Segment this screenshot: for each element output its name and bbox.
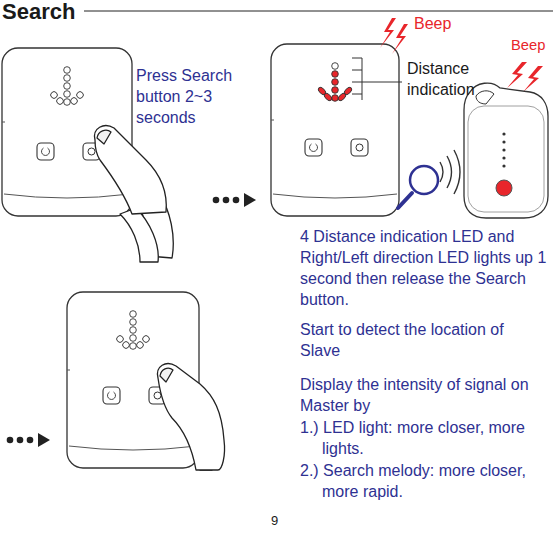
power-button [103,387,120,404]
direction-led [141,334,150,343]
master-remote [271,44,399,216]
beep-label: Beep [414,13,474,34]
fob-led [502,132,505,135]
distance-led [332,79,339,86]
fob-leds [502,132,505,167]
direction-led [49,90,58,99]
direction-led [69,96,78,105]
signal-waves [440,150,460,194]
title-rule [84,11,553,12]
distance-led [64,99,71,106]
search-button [351,139,368,156]
distance-led [64,91,71,98]
direction-led [121,340,130,349]
distance-led [130,319,137,326]
distance-led [130,311,137,318]
direction-led [115,334,124,343]
instruction-text: Press Search button 2~3 seconds [136,65,254,128]
fob-led [502,148,505,151]
page-number: 9 [271,510,291,531]
direction-led [337,92,347,102]
beep-bolt [380,18,543,92]
distance-led [130,335,137,342]
power-button [37,143,54,160]
part-label: Distance indication [407,58,507,100]
magnifier [398,166,438,208]
list-item: 2.) Search melody: more closer, more rap… [300,460,528,502]
power-button [305,139,322,156]
fob-led [502,140,505,143]
distance-led [332,95,339,102]
instruction-text: Start to detect the location of Slave [300,319,526,361]
fob-led [502,156,505,159]
direction-led [55,96,64,105]
distance-bracket [352,58,402,100]
pressing-hand [95,126,225,470]
list-item: 1.) LED light: more closer, more lights. [300,417,528,459]
direction-led [75,90,84,99]
distance-led [332,63,339,70]
direction-led [323,92,333,102]
beep-label: Beep [511,35,555,56]
distance-led [64,75,71,82]
fob-led [502,164,505,167]
instruction-text: Display the intensity of signal on Maste… [300,374,550,416]
distance-led [332,87,339,94]
next-arrow [7,193,256,447]
distance-led [130,343,137,350]
distance-led [64,83,71,90]
section-title: Search [2,0,79,24]
distance-led [64,67,71,74]
direction-led [135,340,144,349]
distance-led [130,327,137,334]
slave-fob [464,83,548,218]
distance-led [332,71,339,78]
instruction-text: 4 Distance indication LED and Right/Left… [300,226,552,310]
